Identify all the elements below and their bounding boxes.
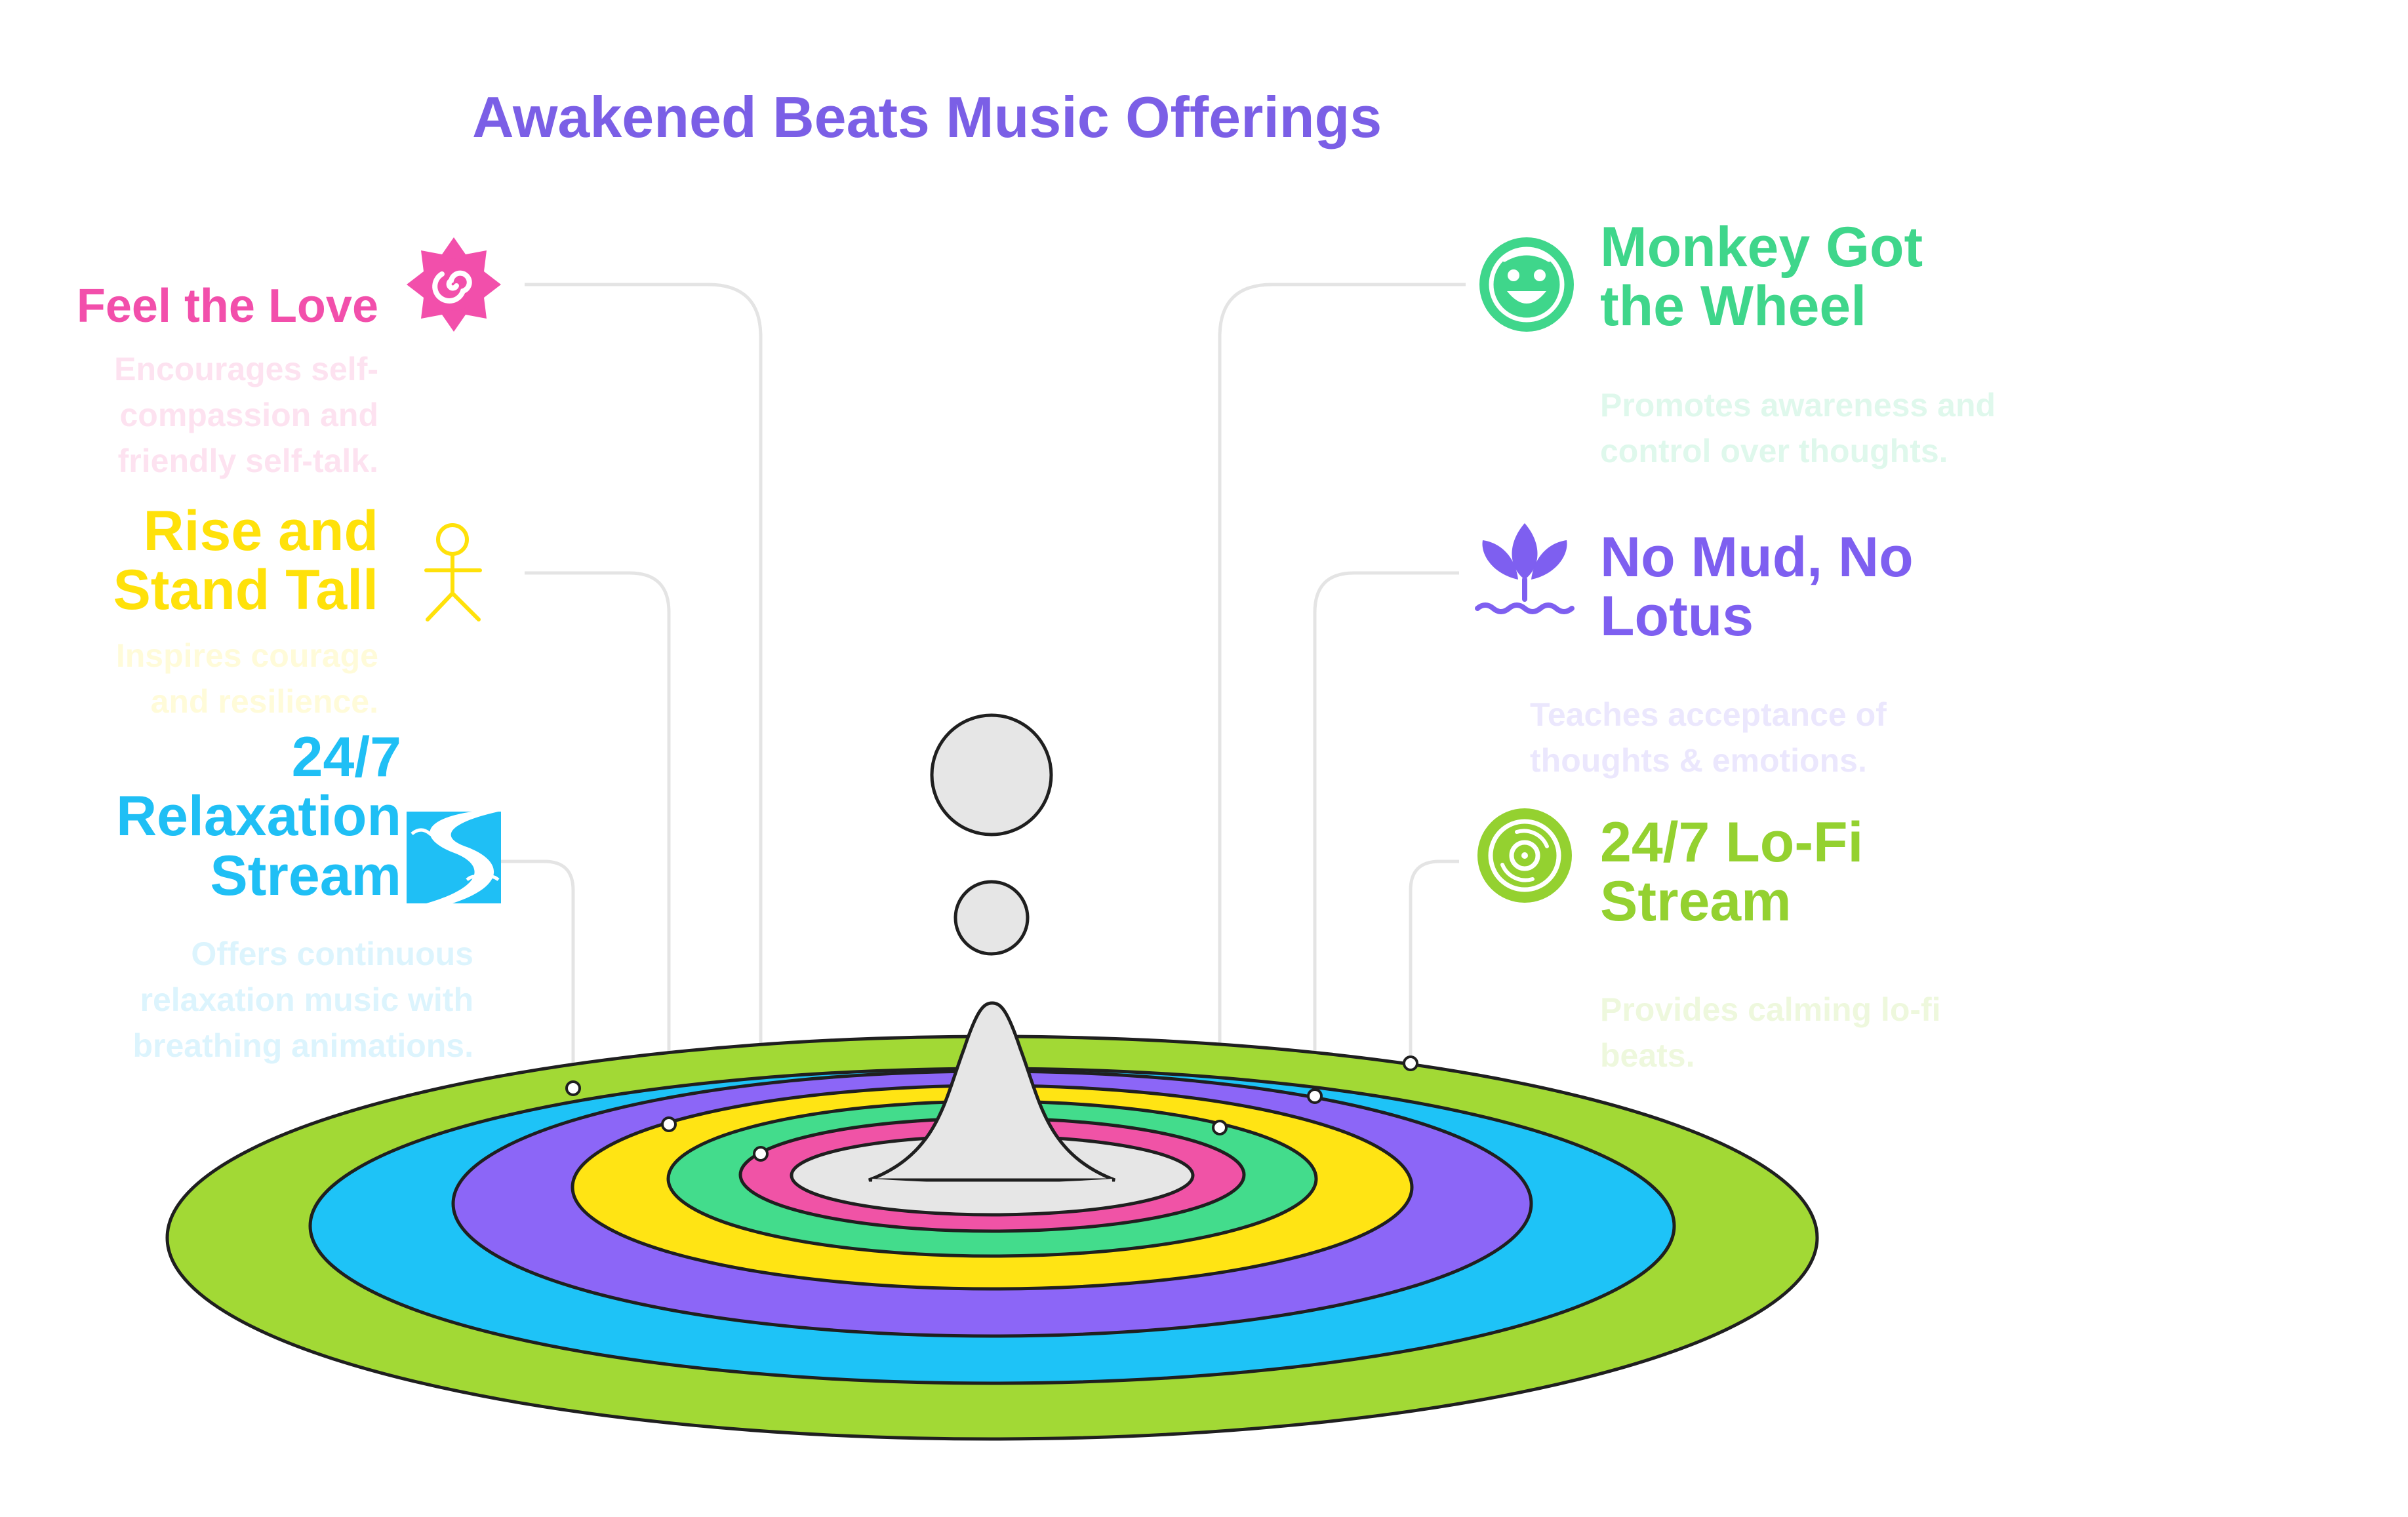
splash-peak: [868, 1001, 1115, 1182]
lotus-icon: [1475, 523, 1575, 614]
monkey-face-icon: [1479, 237, 1574, 332]
offering-title-relaxation-stream: 24/7 Relaxation Stream: [116, 726, 401, 907]
sun-spiral-icon: [407, 237, 501, 332]
offering-description-monkey-got-the-wheel: Promotes awareness and control over thou…: [1600, 387, 1996, 469]
diagram-title: Awakened Beats Music Offerings: [472, 85, 1382, 149]
droplet-large: [930, 713, 1053, 837]
anchor-dot-lofi-stream: [1403, 1055, 1418, 1071]
connector-lines: [498, 283, 1466, 1154]
offering-title-lofi-stream: 24/7 Lo-Fi Stream: [1600, 811, 1864, 934]
anchor-dot-no-mud-no-lotus: [1307, 1088, 1323, 1104]
offering-title-monkey-got-the-wheel: Monkey Got the Wheel: [1600, 216, 1923, 338]
offering-description-relaxation-stream: Offers continuous relaxation music with …: [132, 936, 473, 1064]
offering-description-no-mud-no-lotus: Teaches acceptance of thoughts & emotion…: [1530, 696, 1887, 779]
river-stream-icon: [407, 812, 501, 903]
connector-feel-the-love: [525, 283, 763, 1154]
anchor-dot-monkey-got-the-wheel: [1212, 1120, 1228, 1135]
offering-title-rise-and-stand-tall: Rise and Stand Tall: [113, 500, 378, 622]
connector-relaxation-stream: [498, 859, 575, 1088]
droplet-small: [953, 880, 1030, 956]
connector-monkey-got-the-wheel: [1218, 283, 1466, 1128]
offering-title-feel-the-love: Feel the Love: [76, 280, 378, 332]
offering-description-feel-the-love: Encourages self-compassion and friendly …: [114, 351, 378, 479]
offering-title-no-mud-no-lotus: No Mud, No Lotus: [1600, 526, 1914, 648]
offering-description-lofi-stream: Provides calming lo-fi beats.: [1600, 991, 1941, 1074]
anchor-dot-relaxation-stream: [565, 1080, 581, 1096]
anchor-dot-rise-and-stand-tall: [661, 1116, 677, 1132]
connector-no-mud-no-lotus: [1313, 571, 1459, 1096]
anchor-dot-feel-the-love: [753, 1146, 769, 1162]
connector-lofi-stream: [1409, 859, 1459, 1063]
connector-rise-and-stand-tall: [525, 571, 671, 1124]
vinyl-record-icon: [1477, 808, 1572, 903]
standing-person-icon: [424, 523, 482, 621]
offering-description-rise-and-stand-tall: Inspires courage and resilience.: [115, 637, 378, 720]
